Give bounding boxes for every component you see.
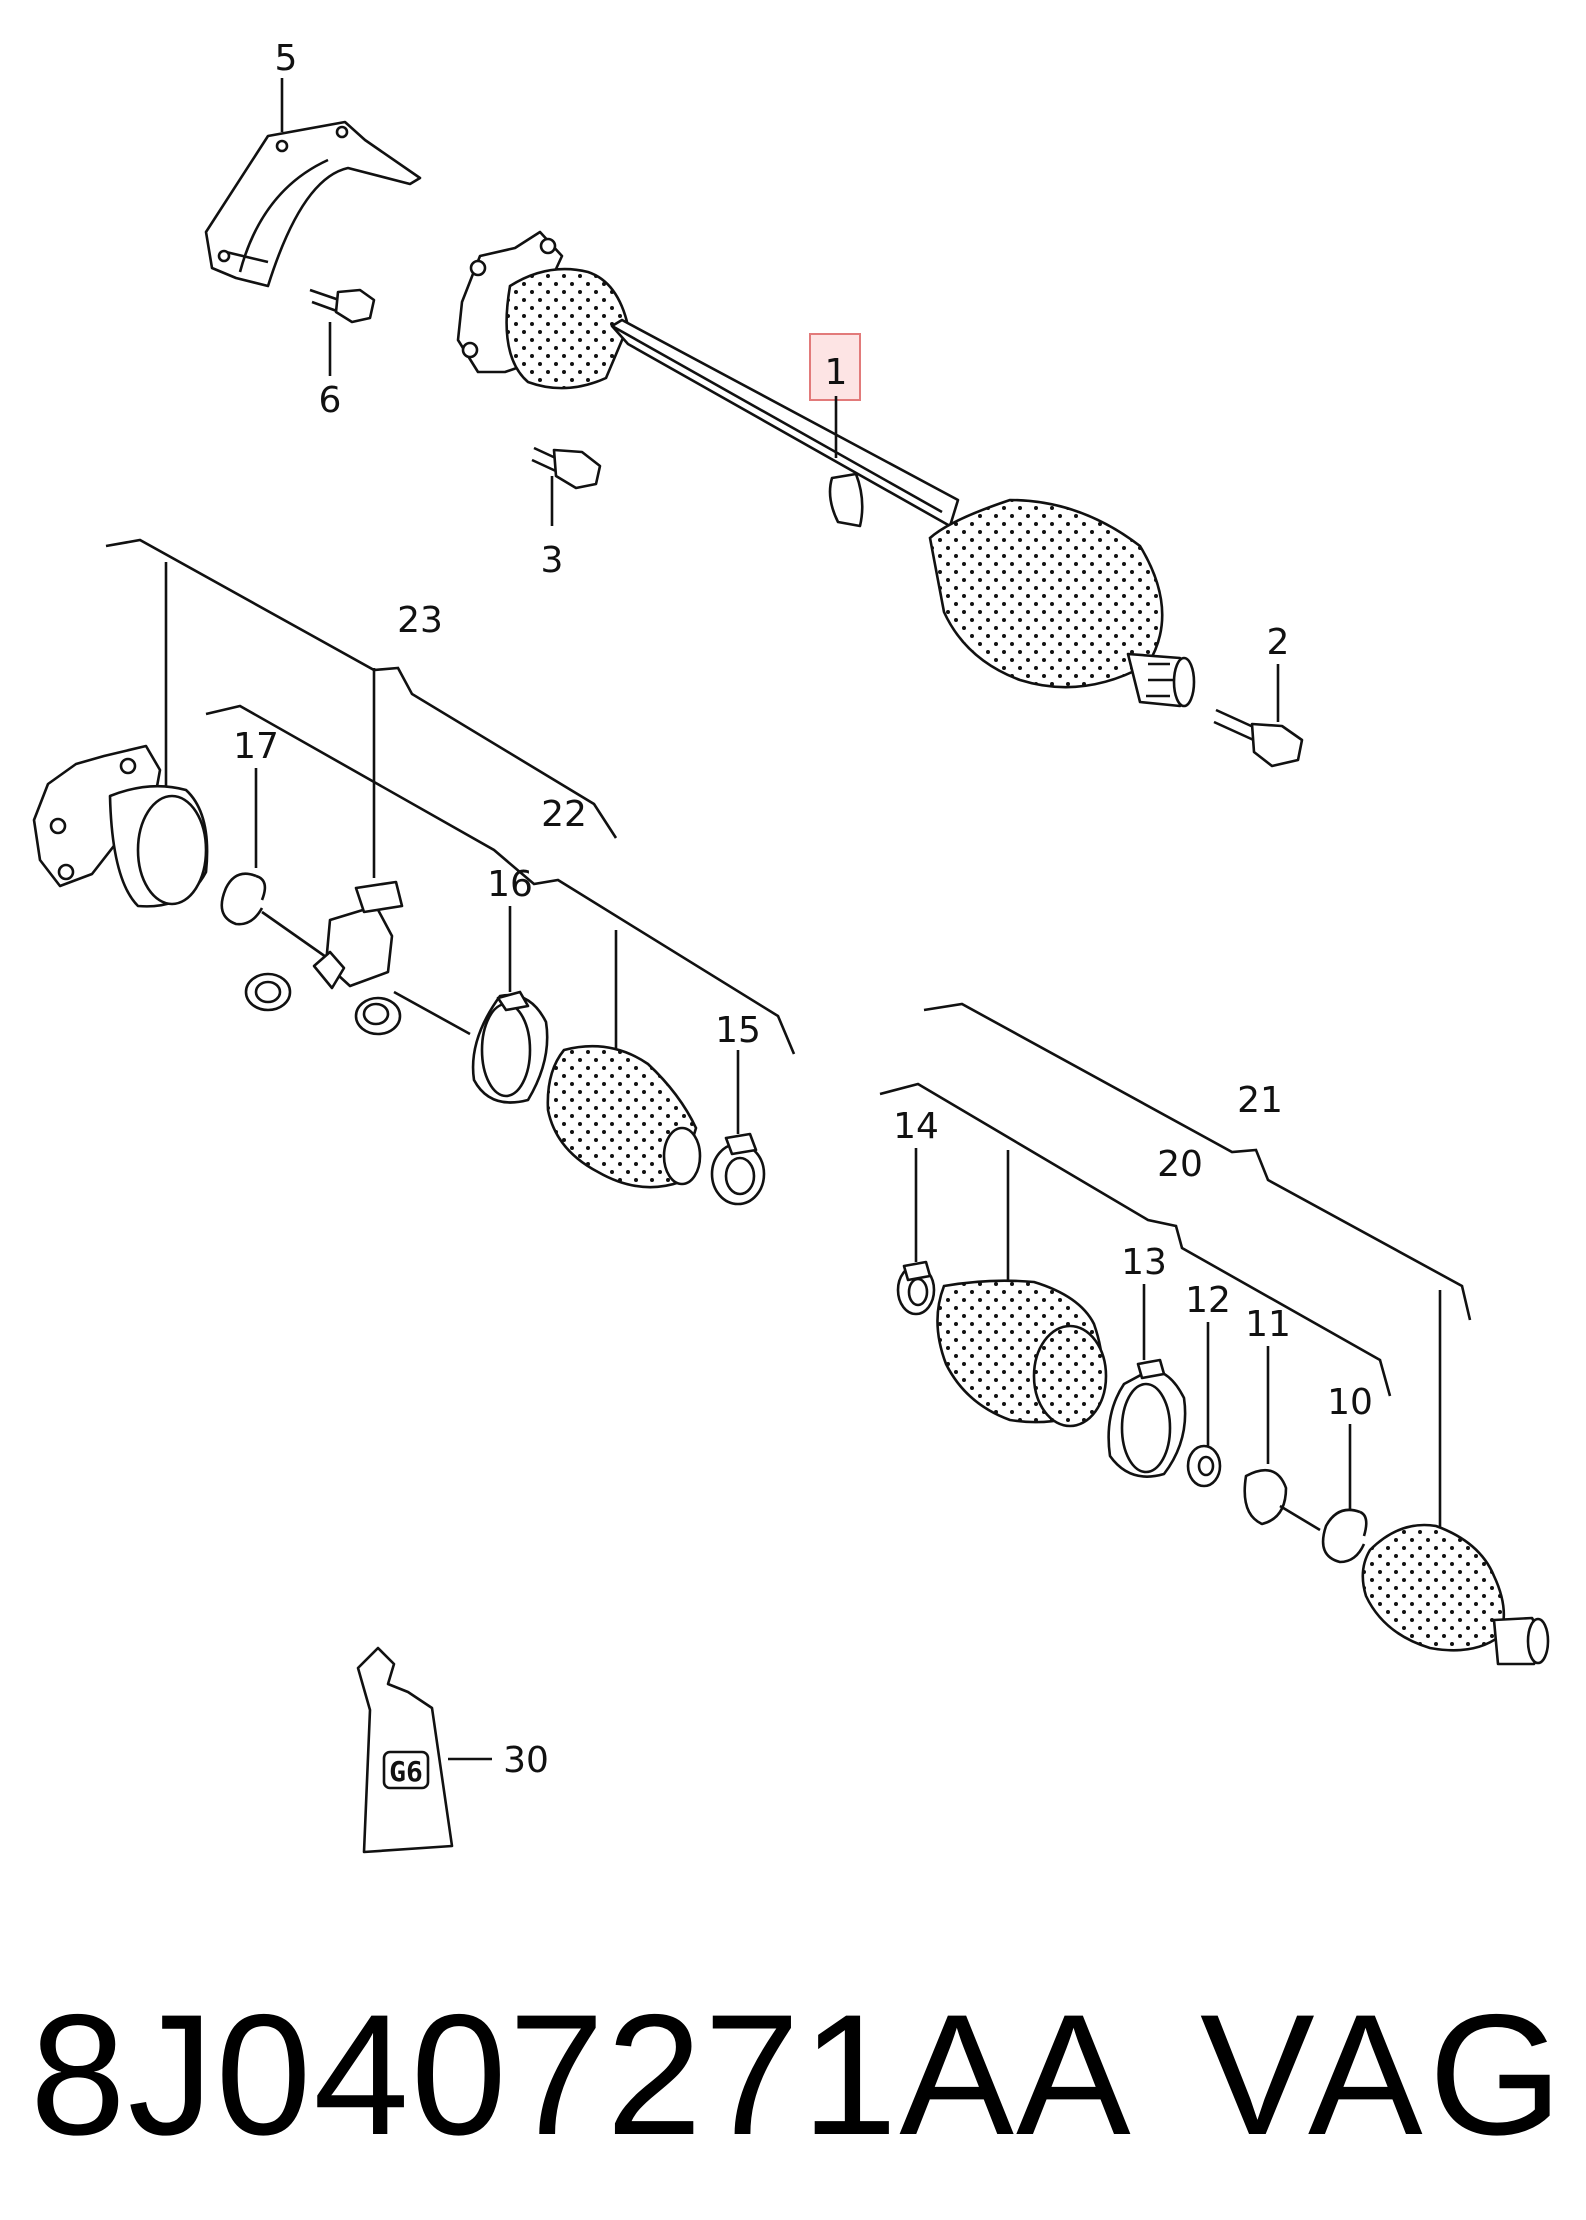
callout-3: 3	[541, 540, 564, 581]
callout-labels: 5 6 1 3 2 23 17 22 16 15 21 14 20 13 12 …	[233, 38, 1373, 1781]
ring-12	[1186, 1444, 1222, 1488]
callout-22: 22	[541, 794, 587, 835]
callout-17: 17	[233, 726, 279, 767]
callout-16: 16	[487, 864, 533, 905]
callout-10: 10	[1327, 1382, 1373, 1423]
leader-lines	[164, 78, 1442, 1761]
group-brackets	[105, 538, 1472, 1397]
callout-30: 30	[503, 1740, 549, 1781]
clamp-16	[471, 990, 549, 1104]
bolt-6	[309, 288, 376, 324]
callout-20: 20	[1157, 1144, 1203, 1185]
inner-boot-22	[546, 1044, 702, 1189]
callout-14: 14	[893, 1106, 939, 1147]
bolt-3	[531, 446, 602, 490]
part-number: 8J0407271AA	[30, 1979, 1133, 2171]
callout-13: 13	[1121, 1242, 1167, 1283]
clamp-15	[710, 1132, 766, 1206]
tripod-spider-23	[244, 880, 471, 1036]
callout-15: 15	[715, 1010, 761, 1051]
clamp-13	[1107, 1358, 1187, 1478]
heat-shield-part	[204, 120, 422, 288]
circlip-10	[1321, 1508, 1368, 1564]
callout-5: 5	[275, 38, 298, 79]
callout-1: 1	[825, 352, 848, 393]
bolt-2	[1213, 708, 1304, 768]
circlip-17	[220, 872, 267, 926]
tube-label: G6	[389, 1755, 423, 1788]
callout-6: 6	[319, 380, 342, 421]
inner-joint-housing	[32, 744, 209, 908]
clamp-14	[896, 1260, 936, 1316]
outer-boot-20	[936, 1279, 1108, 1428]
callout-1-highlight	[809, 333, 861, 401]
part-caption: 8J0407271AA VAG	[30, 1975, 1570, 2175]
callout-2: 2	[1267, 622, 1290, 663]
callout-11: 11	[1245, 1304, 1291, 1345]
callout-21: 21	[1237, 1080, 1283, 1121]
drive-shaft-assembly	[456, 230, 1196, 708]
callout-23: 23	[397, 600, 443, 641]
grease-tube-30: G6	[356, 1646, 454, 1854]
outer-cv-joint-21	[1361, 1523, 1550, 1666]
brand-name: VAG	[1200, 1979, 1569, 2171]
callout-12: 12	[1185, 1280, 1231, 1321]
dished-washer-11	[1243, 1468, 1321, 1532]
